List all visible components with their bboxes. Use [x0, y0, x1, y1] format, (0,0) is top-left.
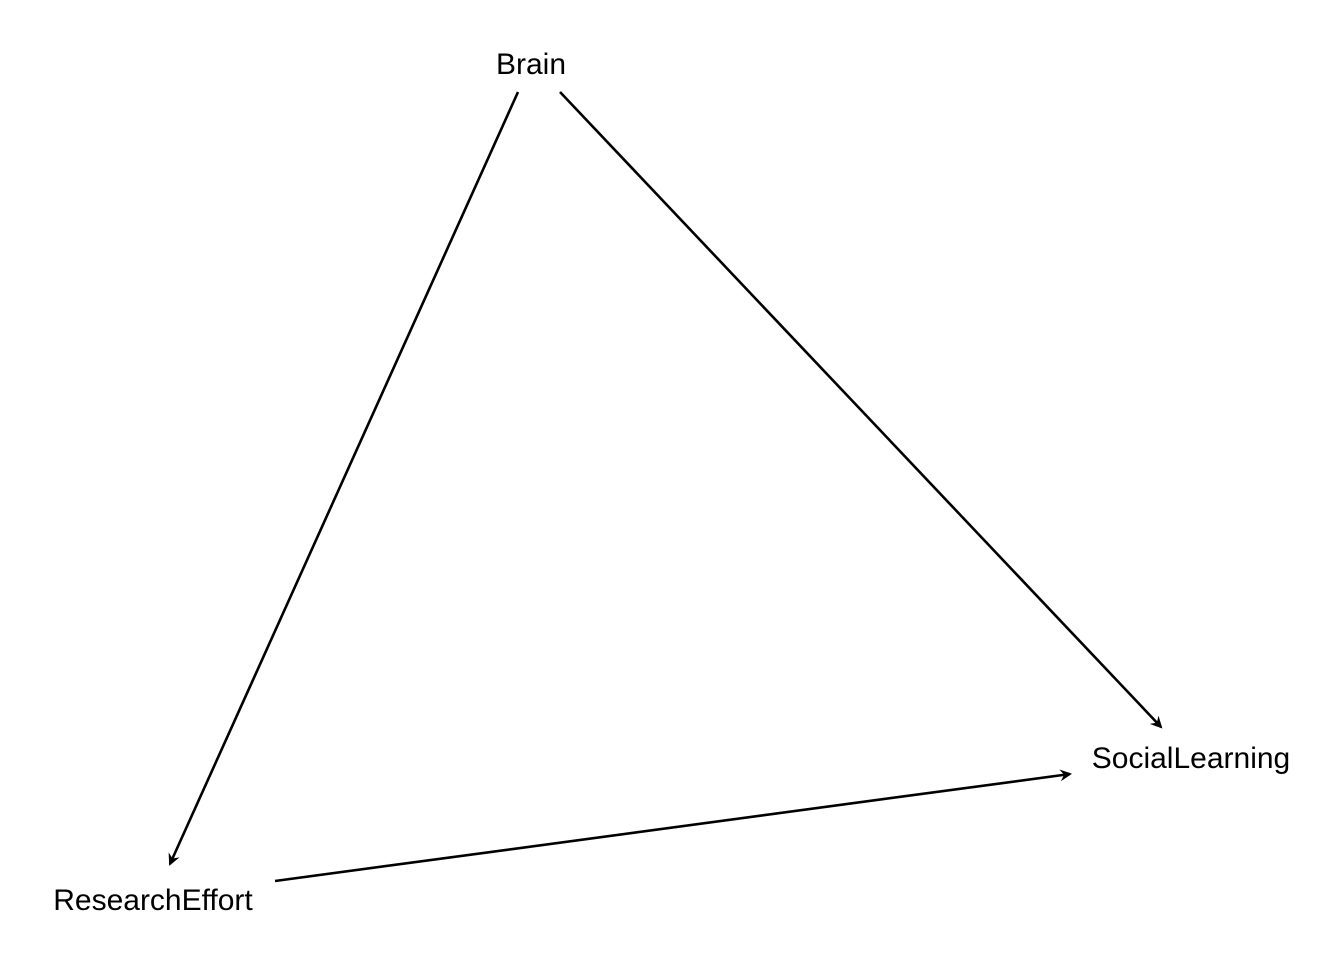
node-brain: Brain: [496, 48, 566, 81]
edge-researcheffort-to-sociallearning: [274, 769, 1072, 883]
edge-brain-to-sociallearning: [559, 91, 1163, 729]
node-social-learning: SocialLearning: [1092, 742, 1290, 775]
edge-brain-to-researcheffort: [168, 91, 520, 866]
node-research-effort: ResearchEffort: [53, 884, 253, 917]
